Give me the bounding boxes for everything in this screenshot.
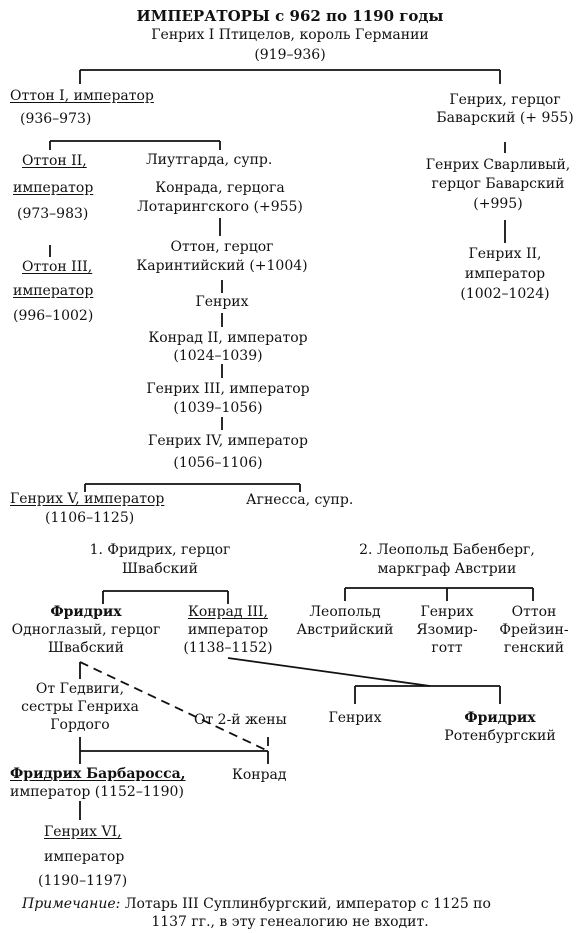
- otto2-years: (973–983): [17, 206, 89, 222]
- otto-karn-line2: Каринтийский (+1004): [136, 258, 308, 274]
- note-label: Примечание:: [22, 896, 121, 912]
- heinrich5-years: (1106–1125): [45, 510, 135, 526]
- otto1-years: (936–973): [20, 111, 92, 127]
- root-years: (919–936): [254, 47, 326, 63]
- otto2-title: император: [13, 180, 94, 196]
- heinrich-jaz-line2: Язомир-: [416, 622, 478, 638]
- root-name: Генрих I Птицелов, король Германии: [151, 27, 429, 43]
- friedrich-roth-line1: Фридрих: [464, 710, 536, 726]
- friedrich-roth-line2: Ротенбургский: [444, 728, 556, 744]
- heinrich2-line1: Генрих II,: [468, 246, 542, 262]
- heinrich6-title: император: [44, 849, 125, 865]
- from-hedwig-line3: Гордого: [50, 717, 110, 733]
- note: Примечание: Лотарь III Суплинбургский, и…: [22, 896, 491, 913]
- konrad3-name: Конрад III,: [187, 604, 269, 620]
- heinrich-svarl-line2: герцог Баварский: [431, 176, 565, 192]
- heinrich-bav-line2: Баварский (+ 955): [436, 110, 574, 126]
- heinrich6-years: (1190–1197): [38, 873, 128, 889]
- otto-freis-line2: Фрейзин-: [499, 622, 569, 638]
- heinrich-jaz-line1: Генрих: [420, 604, 474, 620]
- heinrich-bav-line1: Генрих, герцог: [449, 92, 561, 108]
- otto-karn-line1: Оттон, герцог: [170, 239, 274, 255]
- barbarossa-name: Фридрих Барбаросса,: [10, 766, 186, 782]
- leopold-line1: 2. Леопольд Бабенберг,: [359, 542, 535, 558]
- heinrich-svarl-line1: Генрих Сварливый,: [425, 157, 571, 173]
- note-line2: 1137 гг., в эту генеалогию не входит.: [151, 914, 429, 930]
- leopold-line2: маркграф Австрии: [377, 561, 517, 577]
- otto-freis-line1: Оттон: [511, 604, 557, 620]
- otto2-name: Оттон II,: [22, 153, 87, 169]
- page-title: ИМПЕРАТОРЫ с 962 по 1190 годы: [136, 7, 444, 25]
- heinrich3-name: Генрих III, император: [146, 381, 310, 397]
- heinrich5-name: Генрих V, император: [10, 491, 165, 507]
- from-hedwig-line2: сестры Генриха: [21, 699, 139, 715]
- from-second-wife: От 2-й жены: [194, 712, 287, 728]
- otto3-name: Оттон III,: [22, 259, 93, 275]
- barbarossa-title: император (1152–1190): [10, 784, 184, 800]
- heinrich6-name: Генрих VI,: [44, 824, 122, 840]
- heinrich4-years: (1056–1106): [173, 455, 263, 471]
- friedrich-one-eyed-line3: Швабский: [48, 640, 124, 656]
- heinrich-son: Генрих: [328, 710, 382, 726]
- konrad-lorr-line1: Конрада, герцога: [155, 180, 285, 196]
- otto3-title-text: император: [13, 283, 94, 299]
- konrad3-title: император: [187, 622, 269, 638]
- friedrich1-line1: 1. Фридрих, герцог: [89, 542, 231, 558]
- leopold-aus-line1: Леопольд: [309, 604, 381, 620]
- otto1-name: Оттон I, император: [10, 88, 154, 104]
- konrad2-years: (1024–1039): [173, 348, 263, 364]
- heinrich-jaz-line3: готт: [431, 640, 463, 656]
- heinrich2-years: (1002–1024): [460, 286, 550, 302]
- leopold-aus-line2: Австрийский: [296, 622, 394, 638]
- otto3-years: (996–1002): [13, 308, 94, 324]
- otto-freis-line3: генский: [503, 640, 565, 656]
- konrad2-name: Конрад II, император: [148, 330, 308, 346]
- heinrich2-line2: император: [464, 266, 546, 282]
- friedrich1-line2: Швабский: [122, 561, 198, 577]
- konrad-lorr-line2: Лотарингского (+955): [137, 199, 303, 215]
- liutgard: Лиутгарда, супр.: [146, 152, 273, 168]
- note-line1: Лотарь III Суплинбургский, император с 1…: [120, 896, 491, 912]
- heinrich-middle: Генрих: [195, 294, 249, 310]
- heinrich-svarl-line3: (+995): [473, 196, 523, 212]
- konrad-son: Конрад: [232, 767, 287, 783]
- konrad3-years: (1138–1152): [183, 640, 273, 656]
- friedrich-one-eyed-line1: Фридрих: [50, 604, 122, 620]
- from-hedwig-line1: От Гедвиги,: [35, 681, 125, 697]
- friedrich-one-eyed-line2: Одноглазый, герцог: [11, 622, 161, 638]
- agnes: Агнесса, супр.: [246, 492, 354, 508]
- heinrich3-years: (1039–1056): [173, 400, 263, 416]
- heinrich4-name: Генрих IV, император: [148, 433, 308, 449]
